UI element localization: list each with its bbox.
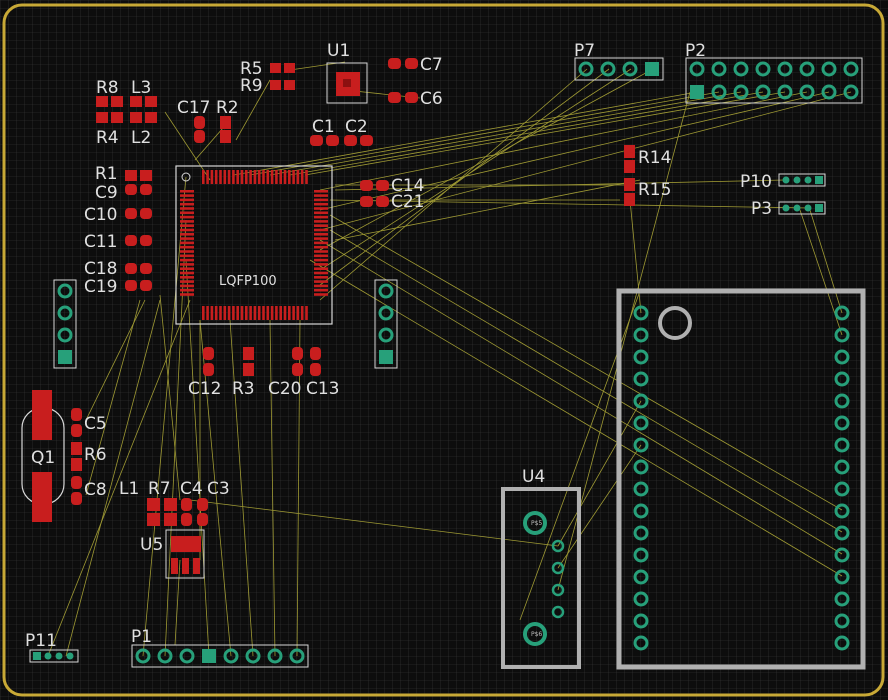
left-header[interactable]	[53, 279, 77, 369]
c1-c2-pads[interactable]	[310, 135, 373, 146]
label-p7: P7	[574, 41, 595, 61]
label-r15: R15	[638, 180, 671, 200]
label-c7: C7	[420, 55, 443, 75]
svg-text:P$5: P$5	[531, 520, 542, 527]
label-c1: C1	[312, 117, 335, 137]
label-r5: R5	[240, 59, 263, 79]
crystal-q1[interactable]	[21, 390, 65, 522]
label-c9: C9	[95, 183, 118, 203]
header-p2[interactable]	[685, 57, 863, 104]
label-c3: C3	[207, 479, 230, 499]
label-c2: C2	[345, 117, 368, 137]
label-u4: U4	[522, 467, 545, 487]
c5-r6-c8-pads[interactable]	[71, 408, 82, 505]
label-r7: R7	[148, 479, 171, 499]
label-c17: C17	[177, 98, 211, 118]
label-c6: C6	[420, 89, 443, 109]
label-l2: L2	[131, 128, 151, 148]
board-outline	[2, 3, 885, 697]
label-p11: P11	[25, 631, 57, 651]
c17-r2-pads[interactable]	[194, 116, 231, 143]
label-c4: C4	[180, 479, 203, 499]
label-p2: P2	[685, 41, 706, 61]
bottom-passives-pads[interactable]	[203, 347, 321, 376]
c7-c6-pads[interactable]	[388, 58, 418, 103]
r5-r9-pads[interactable]	[270, 63, 295, 90]
label-r6: R6	[84, 445, 107, 465]
left-passives-pads[interactable]	[125, 170, 152, 291]
label-c14: C14	[391, 176, 425, 196]
header-p11[interactable]	[29, 649, 79, 663]
label-r4: R4	[96, 128, 119, 148]
label-c12: C12	[188, 379, 222, 399]
c14-c21-pads[interactable]	[360, 180, 389, 207]
label-p1: P1	[131, 627, 152, 647]
label-u5: U5	[140, 535, 163, 555]
u5-regulator[interactable]	[165, 529, 205, 579]
label-c10: C10	[84, 205, 118, 225]
label-l1: L1	[119, 479, 139, 499]
label-u1: U1	[327, 41, 350, 61]
label-r3: R3	[232, 379, 255, 399]
label-lqfp100: LQFP100	[219, 274, 277, 289]
label-c13: C13	[306, 379, 340, 399]
label-c19: C19	[84, 277, 118, 297]
u1-chip[interactable]	[326, 62, 368, 104]
label-q1: Q1	[31, 448, 55, 468]
label-r8: R8	[96, 78, 119, 98]
ratsnest	[47, 61, 852, 657]
label-p3: P3	[751, 199, 772, 219]
label-p10: P10	[740, 172, 772, 192]
label-c20: C20	[268, 379, 302, 399]
lqfp100-chip[interactable]	[175, 165, 333, 325]
module-u4[interactable]: P$5 P$6	[501, 487, 581, 669]
label-r1: R1	[95, 164, 118, 184]
l1-r7-c4-c3-pads[interactable]	[147, 498, 208, 526]
header-p3[interactable]	[778, 201, 826, 215]
header-p10[interactable]	[778, 173, 826, 187]
header-p1[interactable]	[131, 644, 309, 668]
label-c5: C5	[84, 414, 107, 434]
label-c8: C8	[84, 480, 107, 500]
label-c11: C11	[84, 232, 118, 252]
r8-l3-r4-l2-pads[interactable]	[96, 96, 157, 123]
header-p7[interactable]	[574, 57, 664, 81]
label-l3: L3	[131, 78, 151, 98]
label-c21: C21	[391, 192, 425, 212]
label-r9: R9	[240, 76, 263, 96]
label-r2: R2	[216, 98, 239, 118]
mid-header[interactable]	[374, 279, 398, 369]
label-r14: R14	[638, 148, 671, 168]
label-c18: C18	[84, 259, 118, 279]
r14-r15-pads[interactable]	[624, 145, 635, 206]
module-right[interactable]	[616, 288, 866, 670]
svg-text:P$6: P$6	[531, 631, 542, 638]
